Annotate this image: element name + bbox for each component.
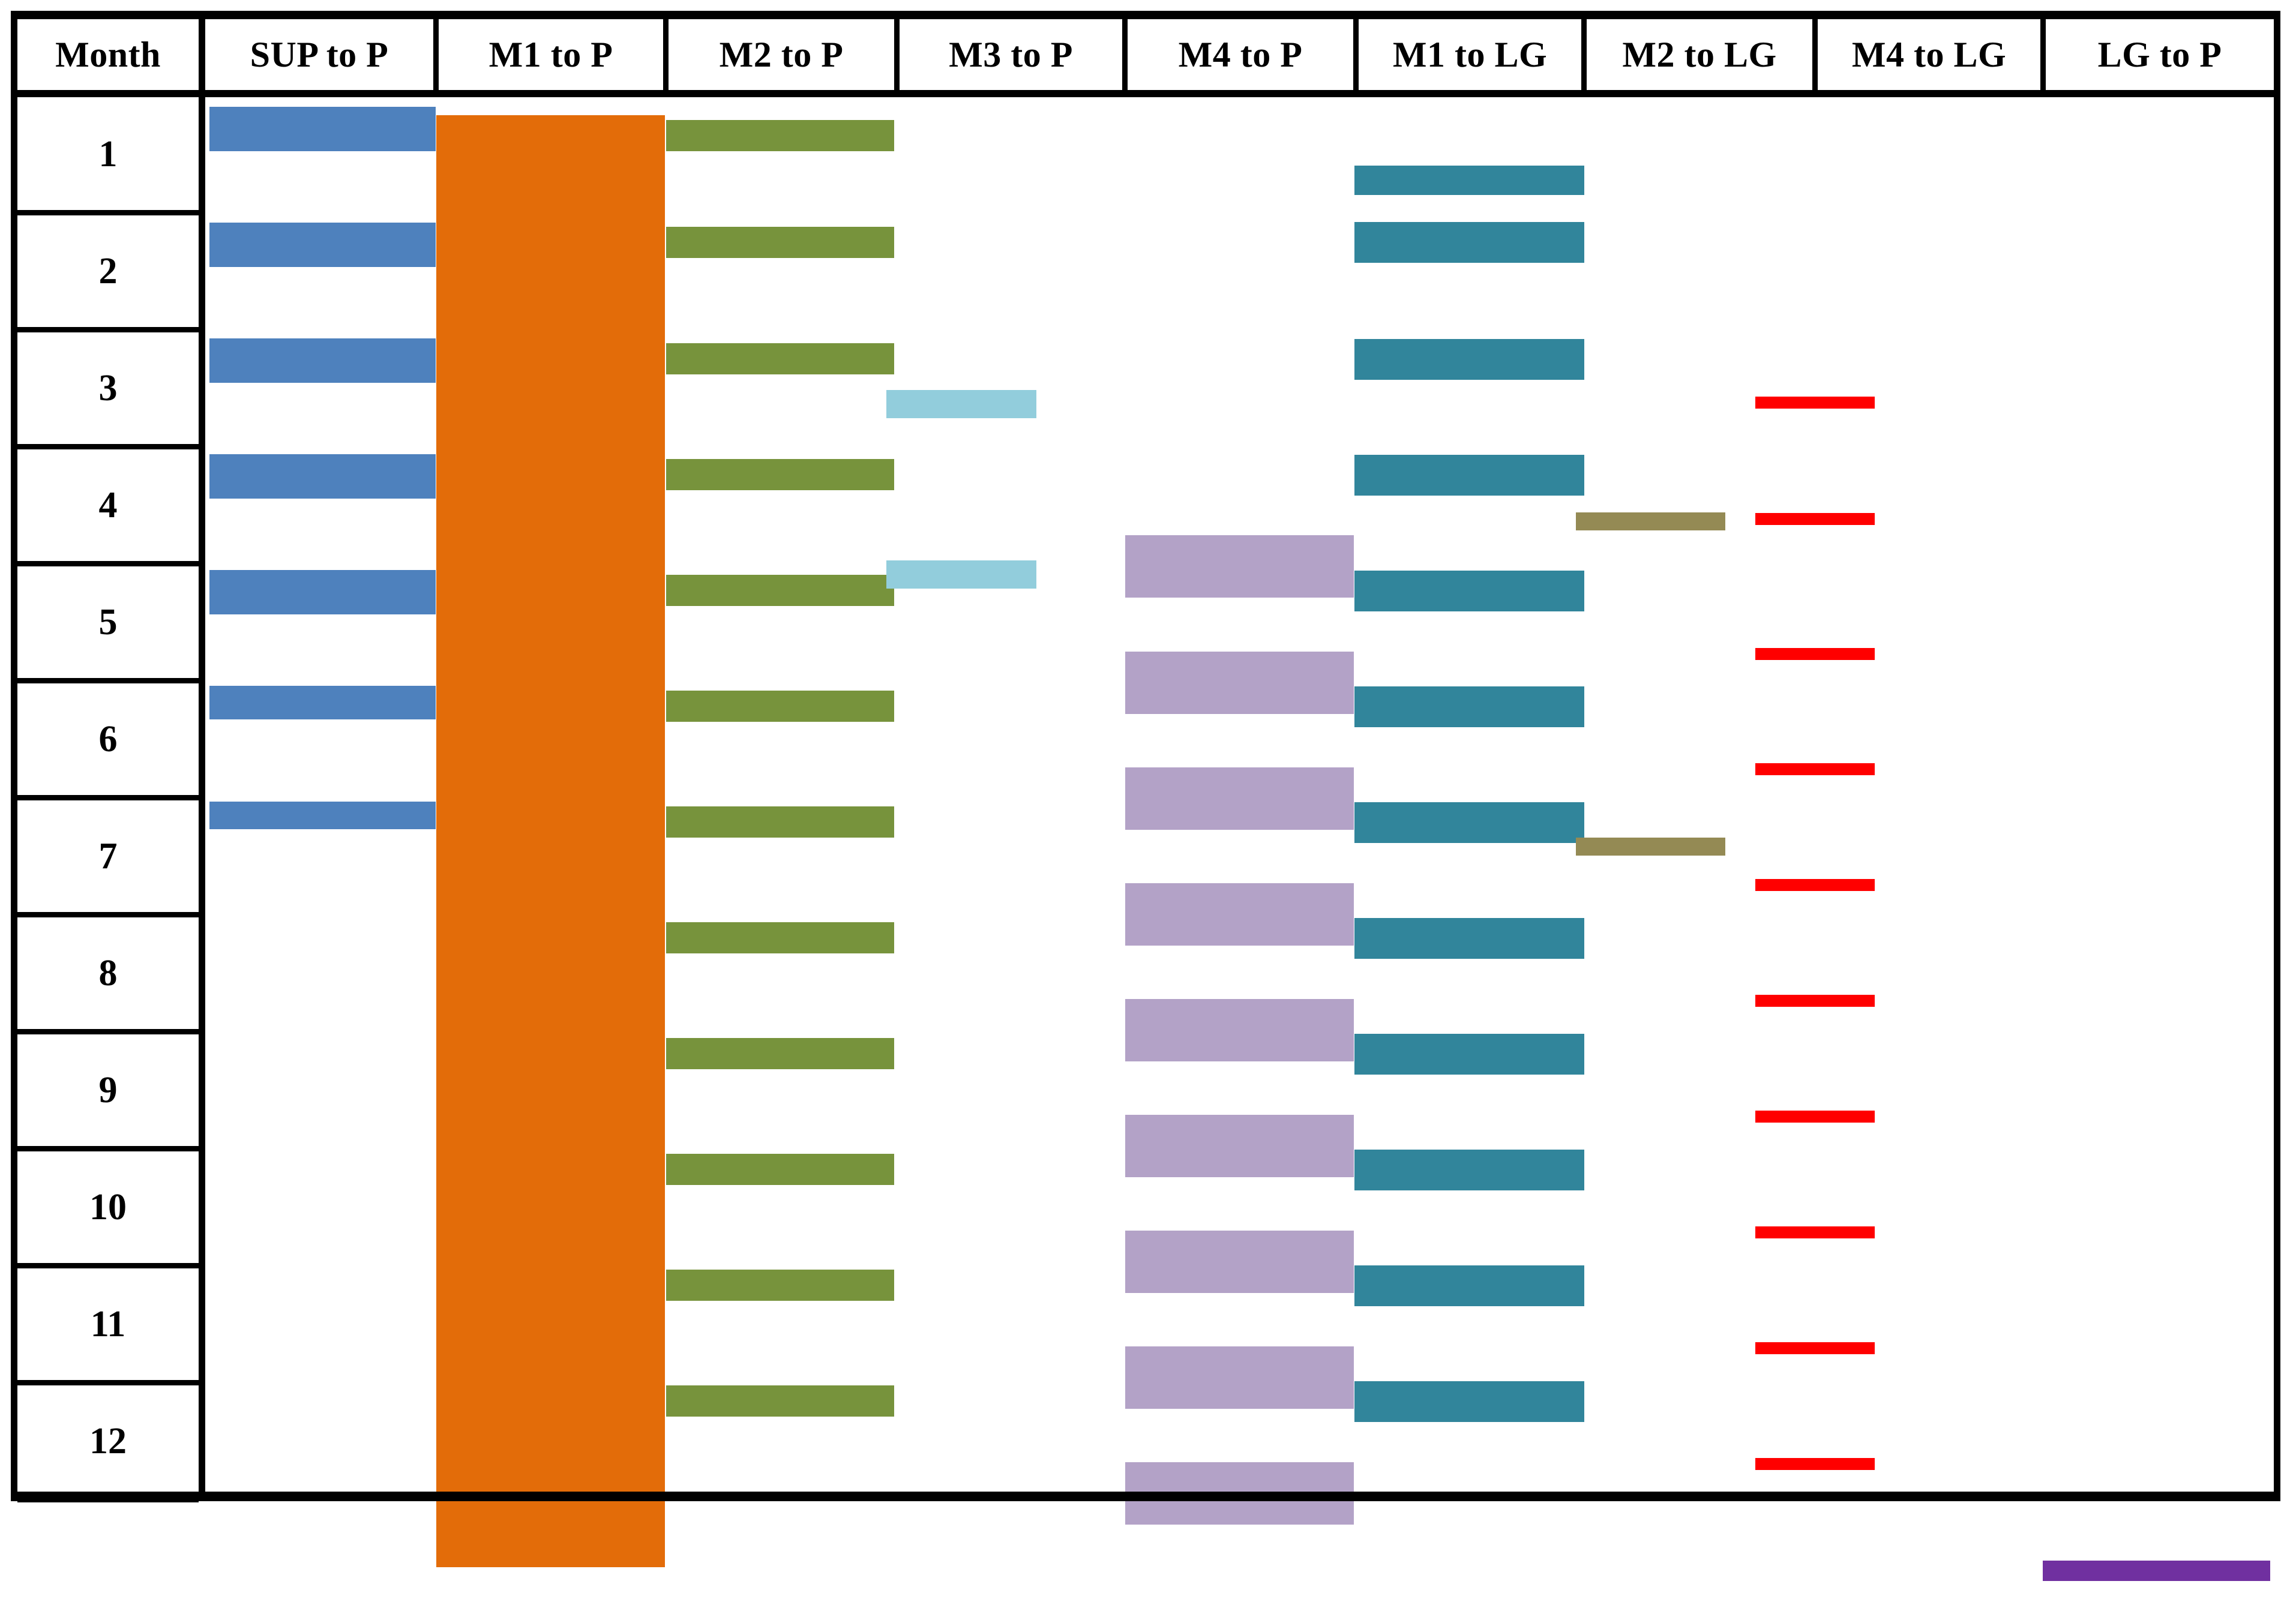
- bar-m4_to_lg: [1755, 879, 1875, 891]
- bar-m1_to_lg: [1354, 1381, 1584, 1422]
- header-separator-1: [433, 19, 439, 90]
- column-header-m2-to-p: M2 to P: [669, 19, 894, 90]
- month-row-1: 1: [17, 96, 199, 213]
- column-header-m1-to-p: M1 to P: [439, 19, 663, 90]
- bar-m4_to_p: [1125, 1231, 1354, 1293]
- header-separator-5: [1353, 19, 1359, 90]
- bar-m1_to_lg: [1354, 1265, 1584, 1306]
- header-separator-6: [1581, 19, 1587, 90]
- bar-sup_to_p: [209, 686, 436, 719]
- bar-m1_to_lg: [1354, 918, 1584, 959]
- bar-sup_to_p: [209, 802, 436, 829]
- column-header-lg-to-p: LG to P: [2046, 19, 2274, 90]
- bar-m4_to_lg: [1755, 763, 1875, 775]
- month-row-divider: [17, 1497, 199, 1502]
- bar-m1_to_lg: [1354, 571, 1584, 611]
- column-header-m3-to-p: M3 to P: [900, 19, 1122, 90]
- month-row-2: 2: [17, 213, 199, 330]
- bar-m2_to_p: [666, 1270, 894, 1301]
- month-row-9: 9: [17, 1032, 199, 1149]
- bar-m2_to_p: [666, 1038, 894, 1069]
- header-separator-4: [1122, 19, 1128, 90]
- month-row-5: 5: [17, 564, 199, 681]
- bar-m4_to_p: [1125, 1115, 1354, 1177]
- bar-m1_to_lg: [1354, 166, 1584, 195]
- bar-m2_to_p: [666, 1154, 894, 1185]
- bar-m2_to_p: [666, 922, 894, 953]
- bar-sup_to_p: [209, 223, 436, 267]
- month-row-12: 12: [17, 1383, 199, 1500]
- bar-m3_to_p: [886, 560, 1036, 589]
- month-row-3: 3: [17, 330, 199, 447]
- bar-m4_to_lg: [1755, 1458, 1875, 1470]
- bar-sup_to_p: [209, 107, 436, 151]
- bar-m4_to_p: [1125, 652, 1354, 714]
- column-header-m1-to-lg: M1 to LG: [1359, 19, 1581, 90]
- bar-m4_to_p: [1125, 1346, 1354, 1409]
- column-header-month: Month: [17, 19, 199, 90]
- bar-m2_to_p: [666, 691, 894, 722]
- header-separator: [11, 90, 2280, 97]
- bar-m4_to_lg: [1755, 1342, 1875, 1354]
- bar-m4_to_lg: [1755, 648, 1875, 660]
- month-row-11: 11: [17, 1266, 199, 1383]
- table-border-top: [11, 11, 2280, 19]
- column-header-sup-to-p: SUP to P: [205, 19, 433, 90]
- bar-m3_to_p: [886, 390, 1036, 418]
- bar-m2_to_p: [666, 806, 894, 838]
- bar-m1_to_lg: [1354, 686, 1584, 727]
- bar-m4_to_lg: [1755, 995, 1875, 1007]
- bar-sup_to_p: [209, 454, 436, 499]
- month-row-8: 8: [17, 915, 199, 1032]
- bar-m1_to_p: [436, 115, 665, 1567]
- bar-m2_to_p: [666, 343, 894, 374]
- bar-m4_to_p: [1125, 767, 1354, 830]
- bar-m2_to_p: [666, 575, 894, 606]
- month-row-6: 6: [17, 681, 199, 798]
- bar-m1_to_lg: [1354, 802, 1584, 843]
- month-column-separator: [199, 19, 205, 1493]
- column-header-m4-to-lg: M4 to LG: [1818, 19, 2040, 90]
- month-row-7: 7: [17, 798, 199, 915]
- table-border-left: [11, 11, 17, 1501]
- bar-m4_to_p: [1125, 999, 1354, 1061]
- column-header-m2-to-lg: M2 to LG: [1587, 19, 1812, 90]
- month-row-10: 10: [17, 1149, 199, 1266]
- bar-m1_to_lg: [1354, 222, 1584, 263]
- bar-m2_to_p: [666, 227, 894, 258]
- header-separator-3: [894, 19, 900, 90]
- column-header-m4-to-p: M4 to P: [1128, 19, 1353, 90]
- bar-m4_to_lg: [1755, 397, 1875, 409]
- bar-m4_to_p: [1125, 535, 1354, 598]
- bar-m2_to_p: [666, 459, 894, 490]
- bar-m4_to_lg: [1755, 513, 1875, 525]
- bar-lg_to_p: [2043, 1561, 2270, 1581]
- header-separator-8: [2040, 19, 2046, 90]
- bar-m2_to_lg: [1576, 512, 1725, 530]
- bar-m4_to_lg: [1755, 1111, 1875, 1123]
- bar-m1_to_lg: [1354, 1034, 1584, 1075]
- bar-m4_to_p: [1125, 883, 1354, 946]
- month-row-4: 4: [17, 447, 199, 564]
- bar-sup_to_p: [209, 570, 436, 614]
- header-separator-2: [663, 19, 669, 90]
- bar-m2_to_lg: [1576, 838, 1725, 856]
- bar-m2_to_p: [666, 120, 894, 151]
- bar-m1_to_lg: [1354, 339, 1584, 380]
- bar-m1_to_lg: [1354, 455, 1584, 496]
- table-border-right: [2274, 11, 2280, 1501]
- bar-m2_to_p: [666, 1385, 894, 1417]
- bar-m1_to_lg: [1354, 1150, 1584, 1190]
- table-border-bottom: [11, 1492, 2280, 1501]
- bar-m4_to_lg: [1755, 1226, 1875, 1238]
- header-separator-7: [1812, 19, 1818, 90]
- bar-sup_to_p: [209, 338, 436, 383]
